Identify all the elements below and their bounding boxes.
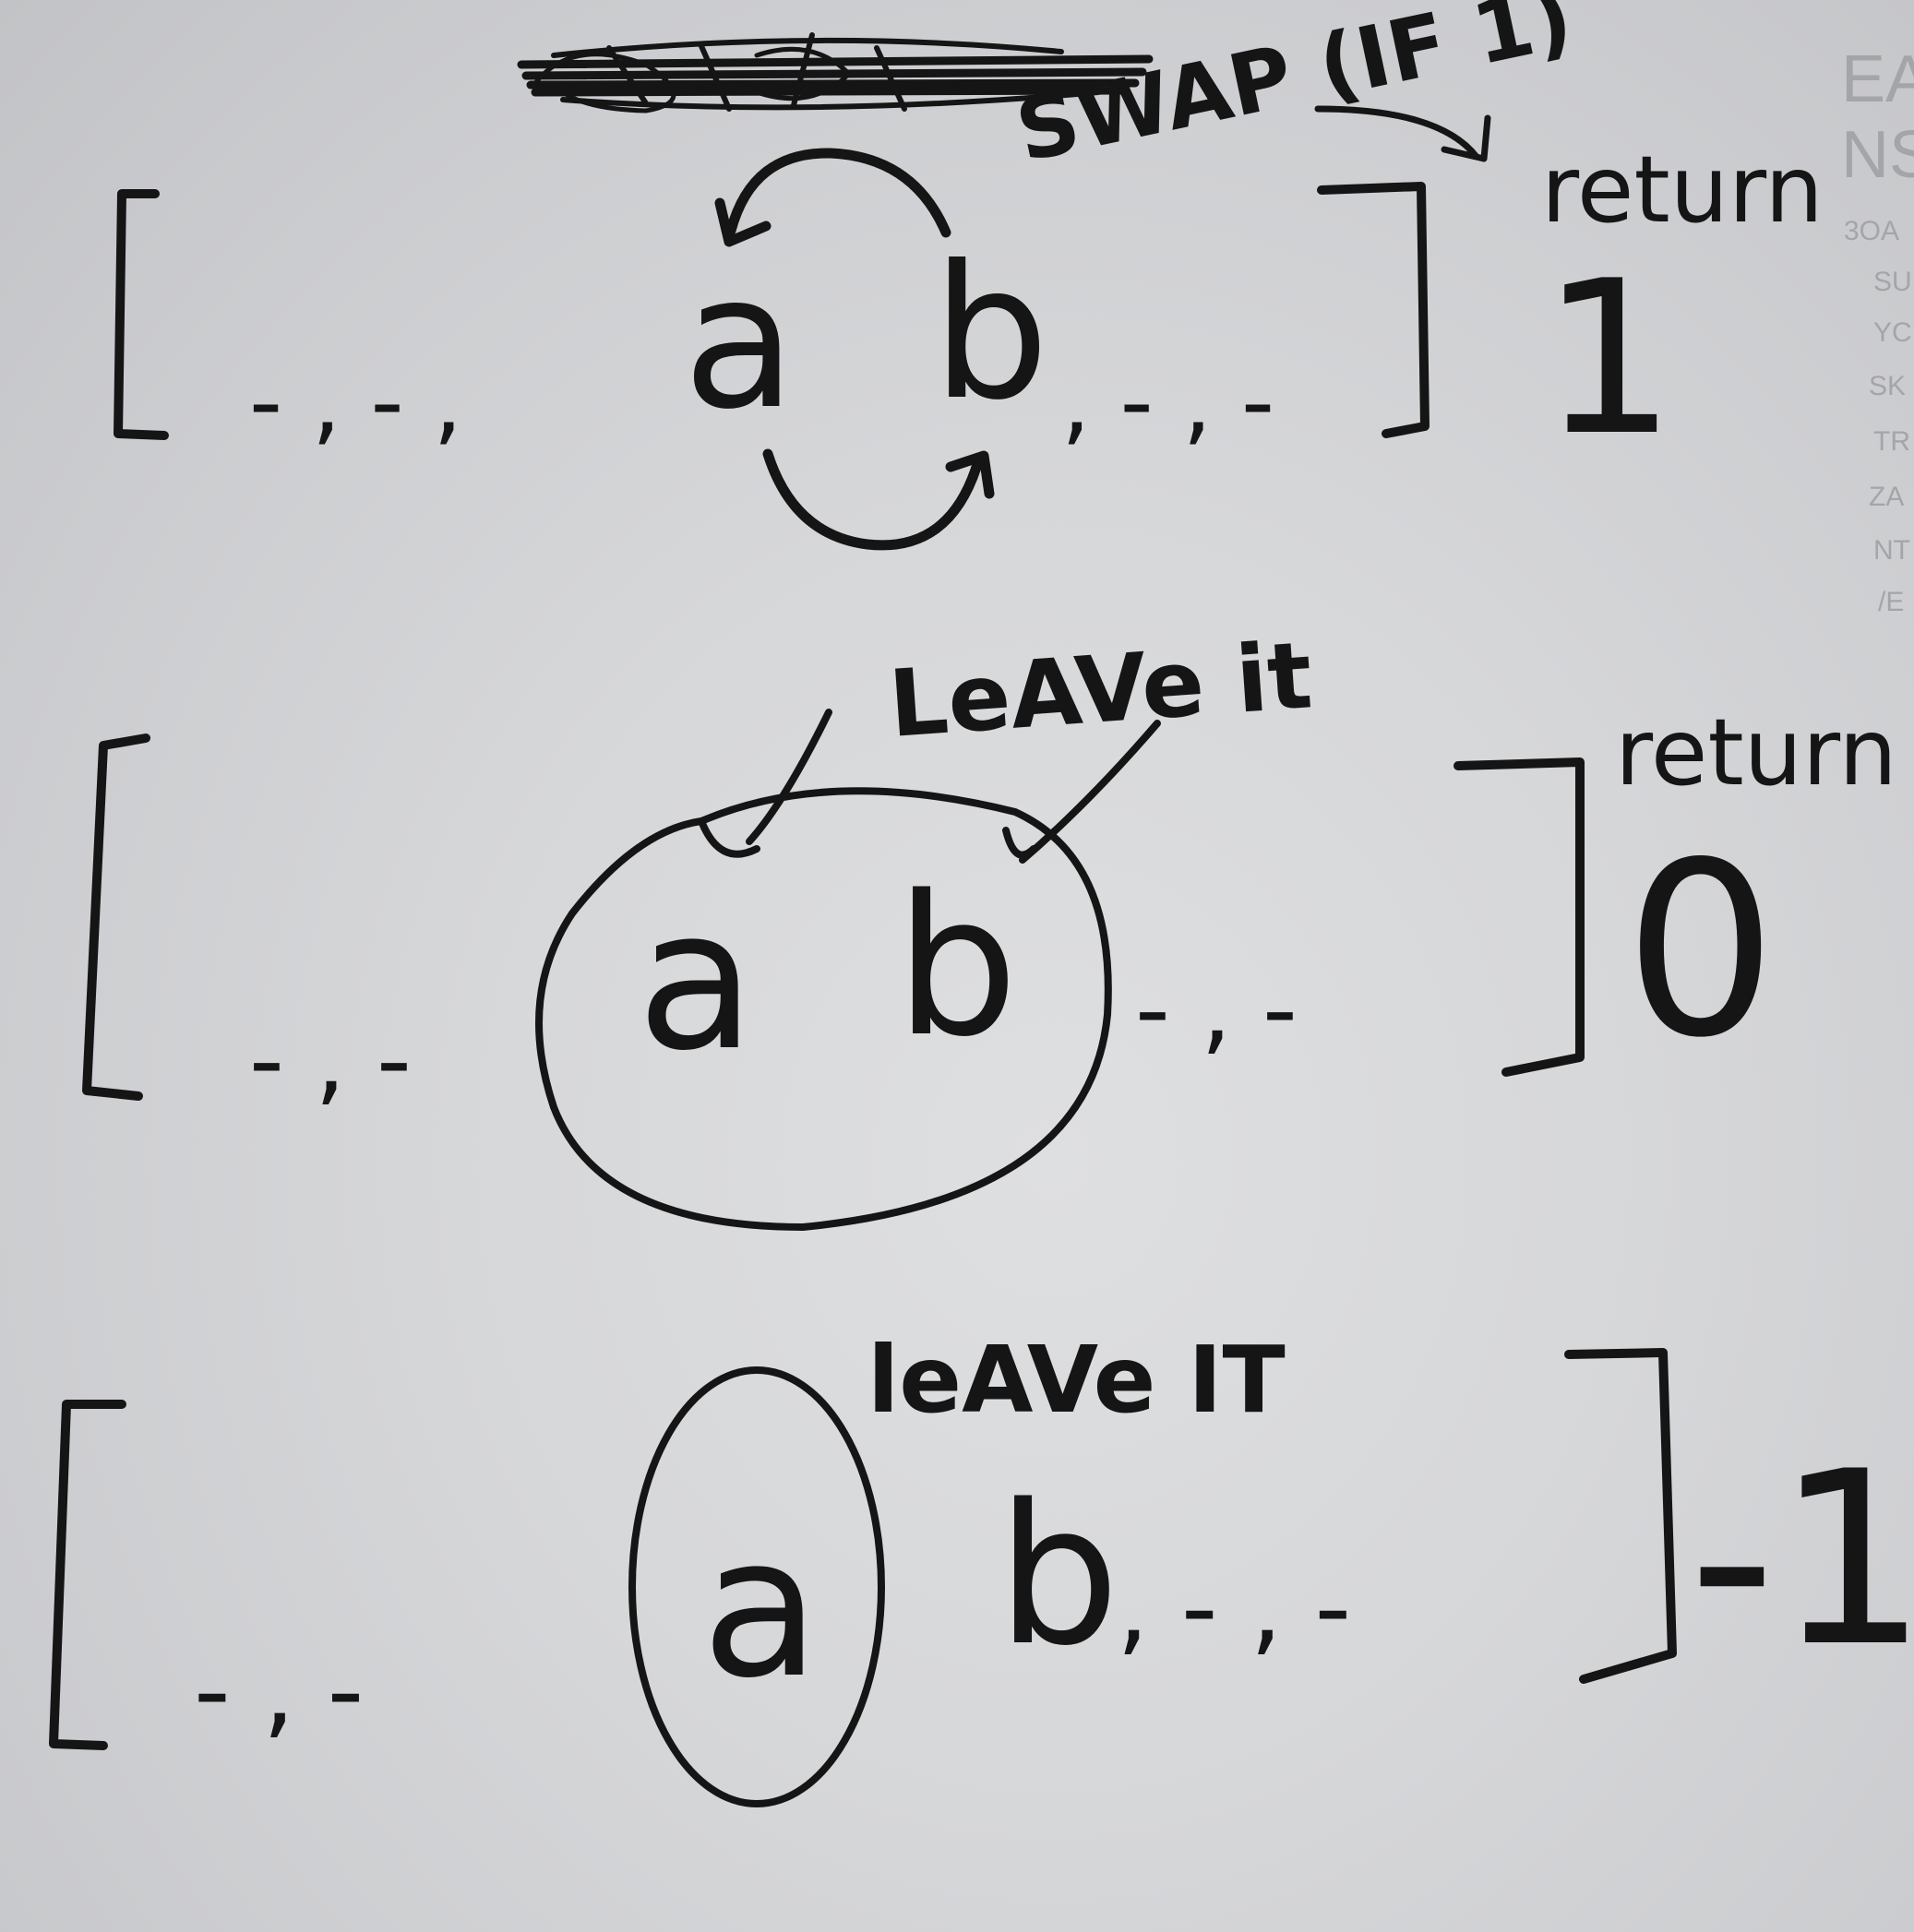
show-through-header-1: EA bbox=[1841, 42, 1914, 116]
left-bracket bbox=[114, 189, 169, 440]
diagram-3: leAVe IT - , - a b , - , - -1 bbox=[49, 1326, 1914, 1807]
right-bracket bbox=[1453, 757, 1585, 1077]
swap-arrow-bottom bbox=[762, 448, 984, 551]
return-value: 0 bbox=[1624, 812, 1776, 1091]
array-left-elements: - , - bbox=[249, 1004, 412, 1116]
array-right-elements: - , - bbox=[1135, 953, 1298, 1066]
show-through-line: ZA bbox=[1869, 482, 1904, 512]
show-through-line: SU bbox=[1873, 267, 1912, 297]
array-right-elements: , - , - bbox=[1061, 348, 1274, 456]
show-through-print: EA NS 3OA SU YC SK TR ZA NT /E bbox=[1841, 42, 1914, 617]
leave-it-annotation: LeAVe it bbox=[886, 621, 1316, 758]
element-a: a bbox=[637, 867, 756, 1093]
circle-around-ab bbox=[535, 787, 1112, 1231]
element-a: a bbox=[683, 235, 796, 450]
element-a: a bbox=[701, 1495, 820, 1721]
right-bracket bbox=[1317, 182, 1430, 438]
show-through-line: 3OA bbox=[1844, 216, 1899, 246]
left-bracket bbox=[49, 1400, 126, 1750]
leave-it-annotation: leAVe IT bbox=[867, 1326, 1286, 1434]
array-left-elements: - , - , bbox=[249, 348, 462, 456]
return-label: return bbox=[1541, 136, 1824, 244]
show-through-line: TR bbox=[1873, 426, 1910, 457]
array-right-elements: , - , - bbox=[1117, 1548, 1351, 1666]
element-b: b bbox=[997, 1462, 1119, 1688]
element-b: b bbox=[932, 226, 1049, 441]
scribble-out bbox=[517, 32, 1154, 113]
show-through-line: NT bbox=[1873, 535, 1910, 566]
swap-annotation: SWAP (IF 1) bbox=[1008, 0, 1580, 182]
show-through-line: SK bbox=[1869, 371, 1906, 401]
array-left-elements: - , - bbox=[194, 1631, 364, 1749]
swap-arrow-top bbox=[725, 148, 951, 238]
left-bracket bbox=[82, 733, 150, 1101]
show-through-line: YC bbox=[1873, 317, 1912, 348]
show-through-header-2: NS bbox=[1841, 118, 1914, 192]
diagram-2: LeAVe it - , - a b - , - return 0 bbox=[82, 621, 1897, 1231]
return-label: return bbox=[1615, 698, 1897, 806]
right-bracket bbox=[1564, 1348, 1677, 1684]
circle-around-a bbox=[628, 1366, 885, 1807]
return-value: -1 bbox=[1689, 1421, 1914, 1699]
element-b: b bbox=[895, 853, 1018, 1079]
return-value: 1 bbox=[1541, 236, 1676, 483]
show-through-line: /E bbox=[1878, 587, 1904, 617]
